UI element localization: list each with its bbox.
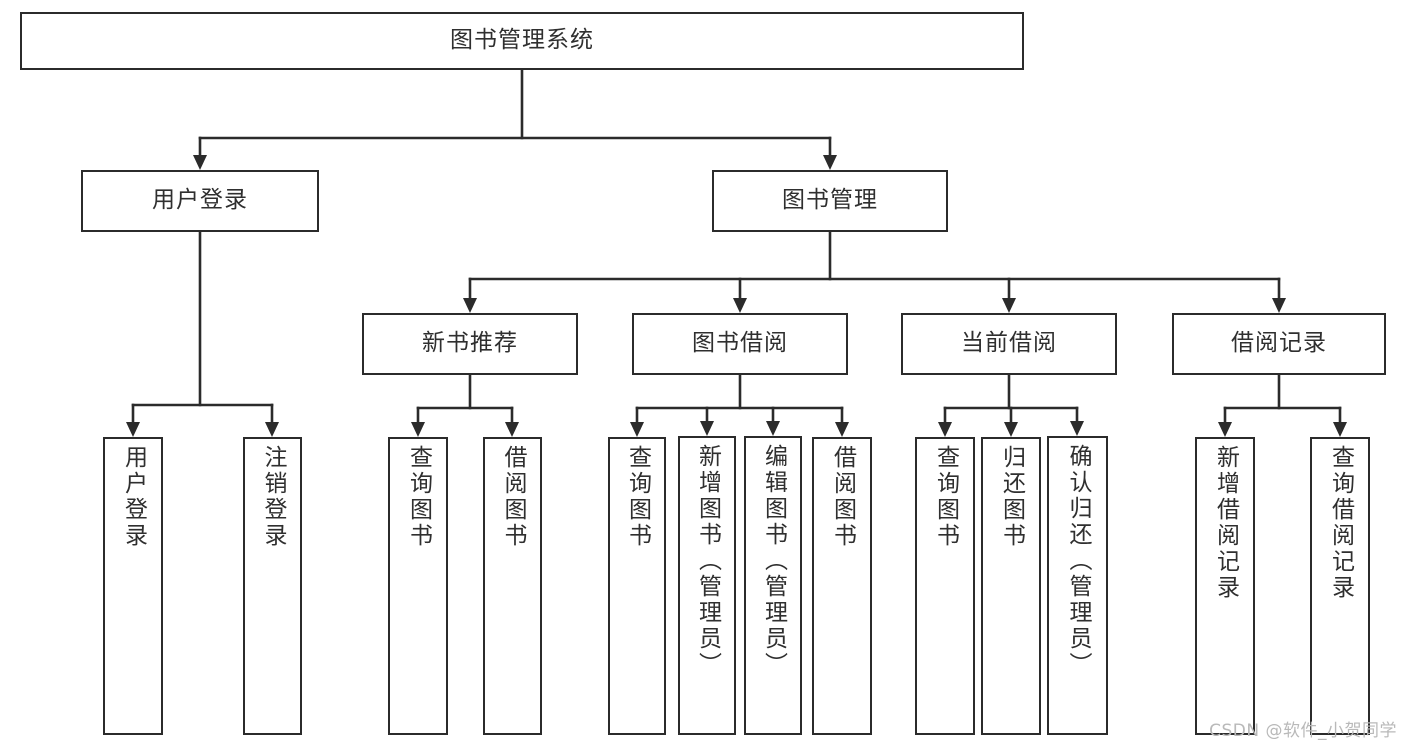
node-label: 查询借阅记录: [1327, 445, 1354, 601]
arrowhead-icon: [1002, 298, 1016, 313]
arrowhead-icon: [766, 421, 780, 436]
node-label: 查询图书: [932, 445, 959, 549]
arrowhead-icon: [835, 422, 849, 437]
node-leaf-br-query[interactable]: 查询借阅记录: [1310, 437, 1370, 735]
arrowhead-icon: [1218, 422, 1232, 437]
arrowhead-icon: [505, 422, 519, 437]
arrowhead-icon: [733, 298, 747, 313]
node-borrow-record[interactable]: 借阅记录: [1172, 313, 1386, 375]
arrowhead-icon: [1004, 422, 1018, 437]
node-label: 查询图书: [405, 445, 432, 549]
node-leaf-br-add[interactable]: 新增借阅记录: [1195, 437, 1255, 735]
arrowhead-icon: [411, 422, 425, 437]
arrowhead-icon: [463, 298, 477, 313]
node-label: 借阅图书: [829, 445, 856, 549]
node-label: 注销登录: [260, 445, 286, 549]
csdn-watermark: CSDN @软件_小贺同学: [1209, 721, 1397, 741]
arrowhead-icon: [193, 155, 207, 170]
arrowhead-icon: [938, 422, 952, 437]
node-leaf-bb-query[interactable]: 查询图书: [608, 437, 666, 735]
node-root[interactable]: 图书管理系统: [20, 12, 1024, 70]
arrowhead-icon: [700, 421, 714, 436]
node-label: 借阅记录: [1231, 330, 1327, 357]
node-book-borrow[interactable]: 图书借阅: [632, 313, 848, 375]
node-label: 查询图书: [624, 445, 651, 549]
node-leaf-cb-query[interactable]: 查询图书: [915, 437, 975, 735]
node-leaf-bb-edit[interactable]: 编辑图书（管理员）: [744, 436, 802, 735]
node-label: 新增借阅记录: [1212, 445, 1239, 601]
arrowhead-icon: [265, 422, 279, 437]
arrowhead-icon: [1070, 421, 1084, 436]
node-label: 图书管理: [782, 187, 878, 214]
node-label: 图书管理系统: [450, 27, 594, 54]
node-label: 归还图书: [998, 445, 1025, 549]
node-label: 新增图书（管理员）: [694, 444, 721, 678]
node-leaf-bb-add[interactable]: 新增图书（管理员）: [678, 436, 736, 735]
arrowhead-icon: [1333, 422, 1347, 437]
node-leaf-cb-confirm[interactable]: 确认归还（管理员）: [1047, 436, 1108, 735]
arrowhead-icon: [630, 422, 644, 437]
node-label: 编辑图书（管理员）: [760, 444, 787, 678]
node-book-manage[interactable]: 图书管理: [712, 170, 948, 232]
node-label: 用户登录: [152, 187, 248, 214]
node-new-book-rec[interactable]: 新书推荐: [362, 313, 578, 375]
arrowhead-icon: [126, 422, 140, 437]
node-label: 当前借阅: [961, 330, 1057, 357]
node-current-borrow[interactable]: 当前借阅: [901, 313, 1117, 375]
node-label: 用户登录: [120, 445, 147, 549]
arrowhead-icon: [823, 155, 837, 170]
node-label: 借阅图书: [500, 445, 526, 549]
node-user-login[interactable]: 用户登录: [81, 170, 319, 232]
node-leaf-rec-borrow[interactable]: 借阅图书: [483, 437, 542, 735]
node-label: 图书借阅: [692, 330, 788, 357]
node-leaf-rec-query[interactable]: 查询图书: [388, 437, 448, 735]
node-leaf-user-login[interactable]: 用户登录: [103, 437, 163, 735]
arrowhead-icon: [1272, 298, 1286, 313]
node-label: 新书推荐: [422, 330, 518, 357]
node-label: 确认归还（管理员）: [1065, 444, 1091, 678]
node-leaf-cb-return[interactable]: 归还图书: [981, 437, 1041, 735]
node-leaf-user-logout[interactable]: 注销登录: [243, 437, 302, 735]
node-leaf-bb-borrow[interactable]: 借阅图书: [812, 437, 872, 735]
